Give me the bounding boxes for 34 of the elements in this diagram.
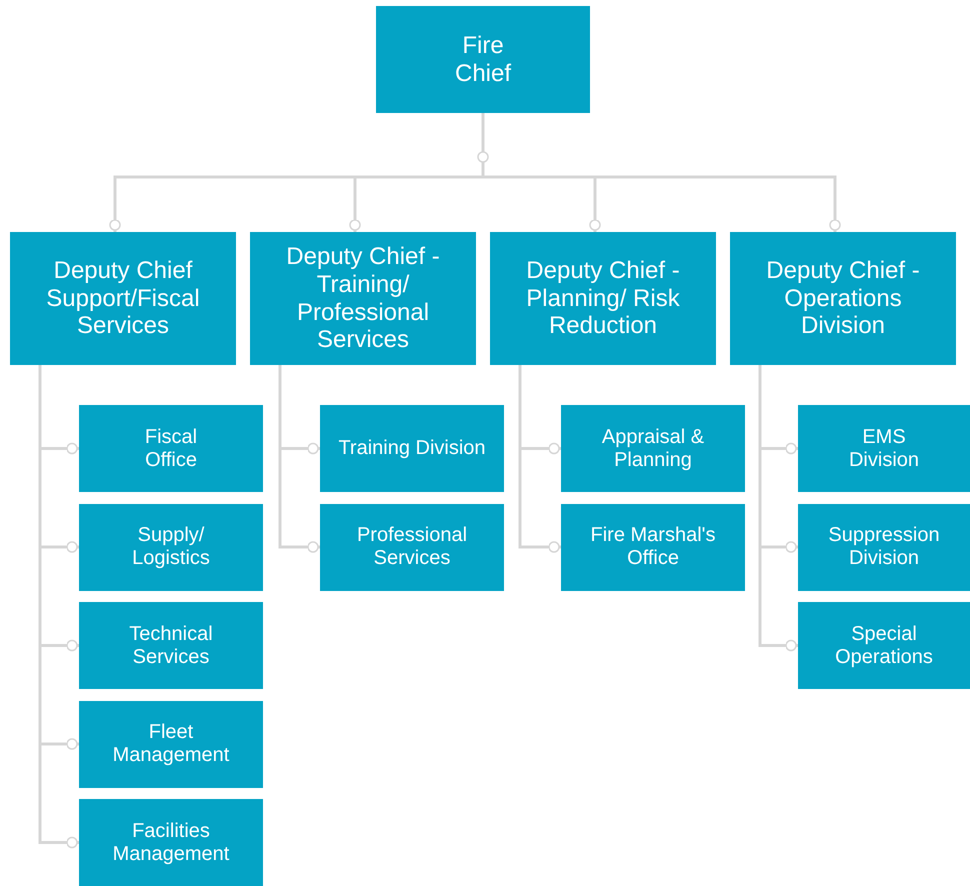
box-label: Fiscal Office: [144, 426, 198, 472]
chief-box: [376, 6, 590, 113]
unit-box: [79, 799, 263, 886]
unit-box: [79, 700, 263, 788]
unit-box: [79, 602, 263, 689]
unit-box: [79, 405, 263, 492]
box-label: Deputy Chief Support/Fiscal Services: [45, 257, 201, 340]
deputy-box: [10, 232, 236, 365]
unit-box: [798, 504, 970, 590]
box-label: Deputy Chief - Training/ Professional Services: [285, 243, 441, 354]
box-label: Facilities Management: [112, 820, 230, 866]
unit-box: [320, 504, 504, 590]
box-label: Professional Services: [356, 524, 468, 570]
box-label: Suppression Division: [827, 524, 941, 570]
box-label: Fire Chief: [454, 32, 512, 88]
unit-box: [79, 504, 263, 590]
unit-box: [320, 405, 504, 492]
deputy-box: [490, 232, 716, 365]
unit-box: [798, 602, 970, 689]
box-label: Deputy Chief - Planning/ Risk Reduction: [525, 257, 681, 340]
box-label: Appraisal & Planning: [600, 426, 706, 472]
box-label: Fleet Management: [112, 721, 230, 767]
box-label: Supply/ Logistics: [131, 524, 211, 570]
box-label: EMS Division: [848, 426, 920, 472]
box-label: Fire Marshal's Office: [590, 524, 716, 570]
box-label: Training Division: [338, 437, 486, 460]
deputy-box: [250, 232, 476, 365]
unit-box: [798, 405, 970, 492]
box-label: Technical Services: [128, 622, 214, 668]
unit-box: [561, 504, 745, 590]
box-label: Special Operations: [834, 622, 934, 668]
deputy-box: [730, 232, 956, 365]
box-label: Deputy Chief - Operations Division: [765, 257, 921, 340]
unit-box: [561, 405, 745, 492]
